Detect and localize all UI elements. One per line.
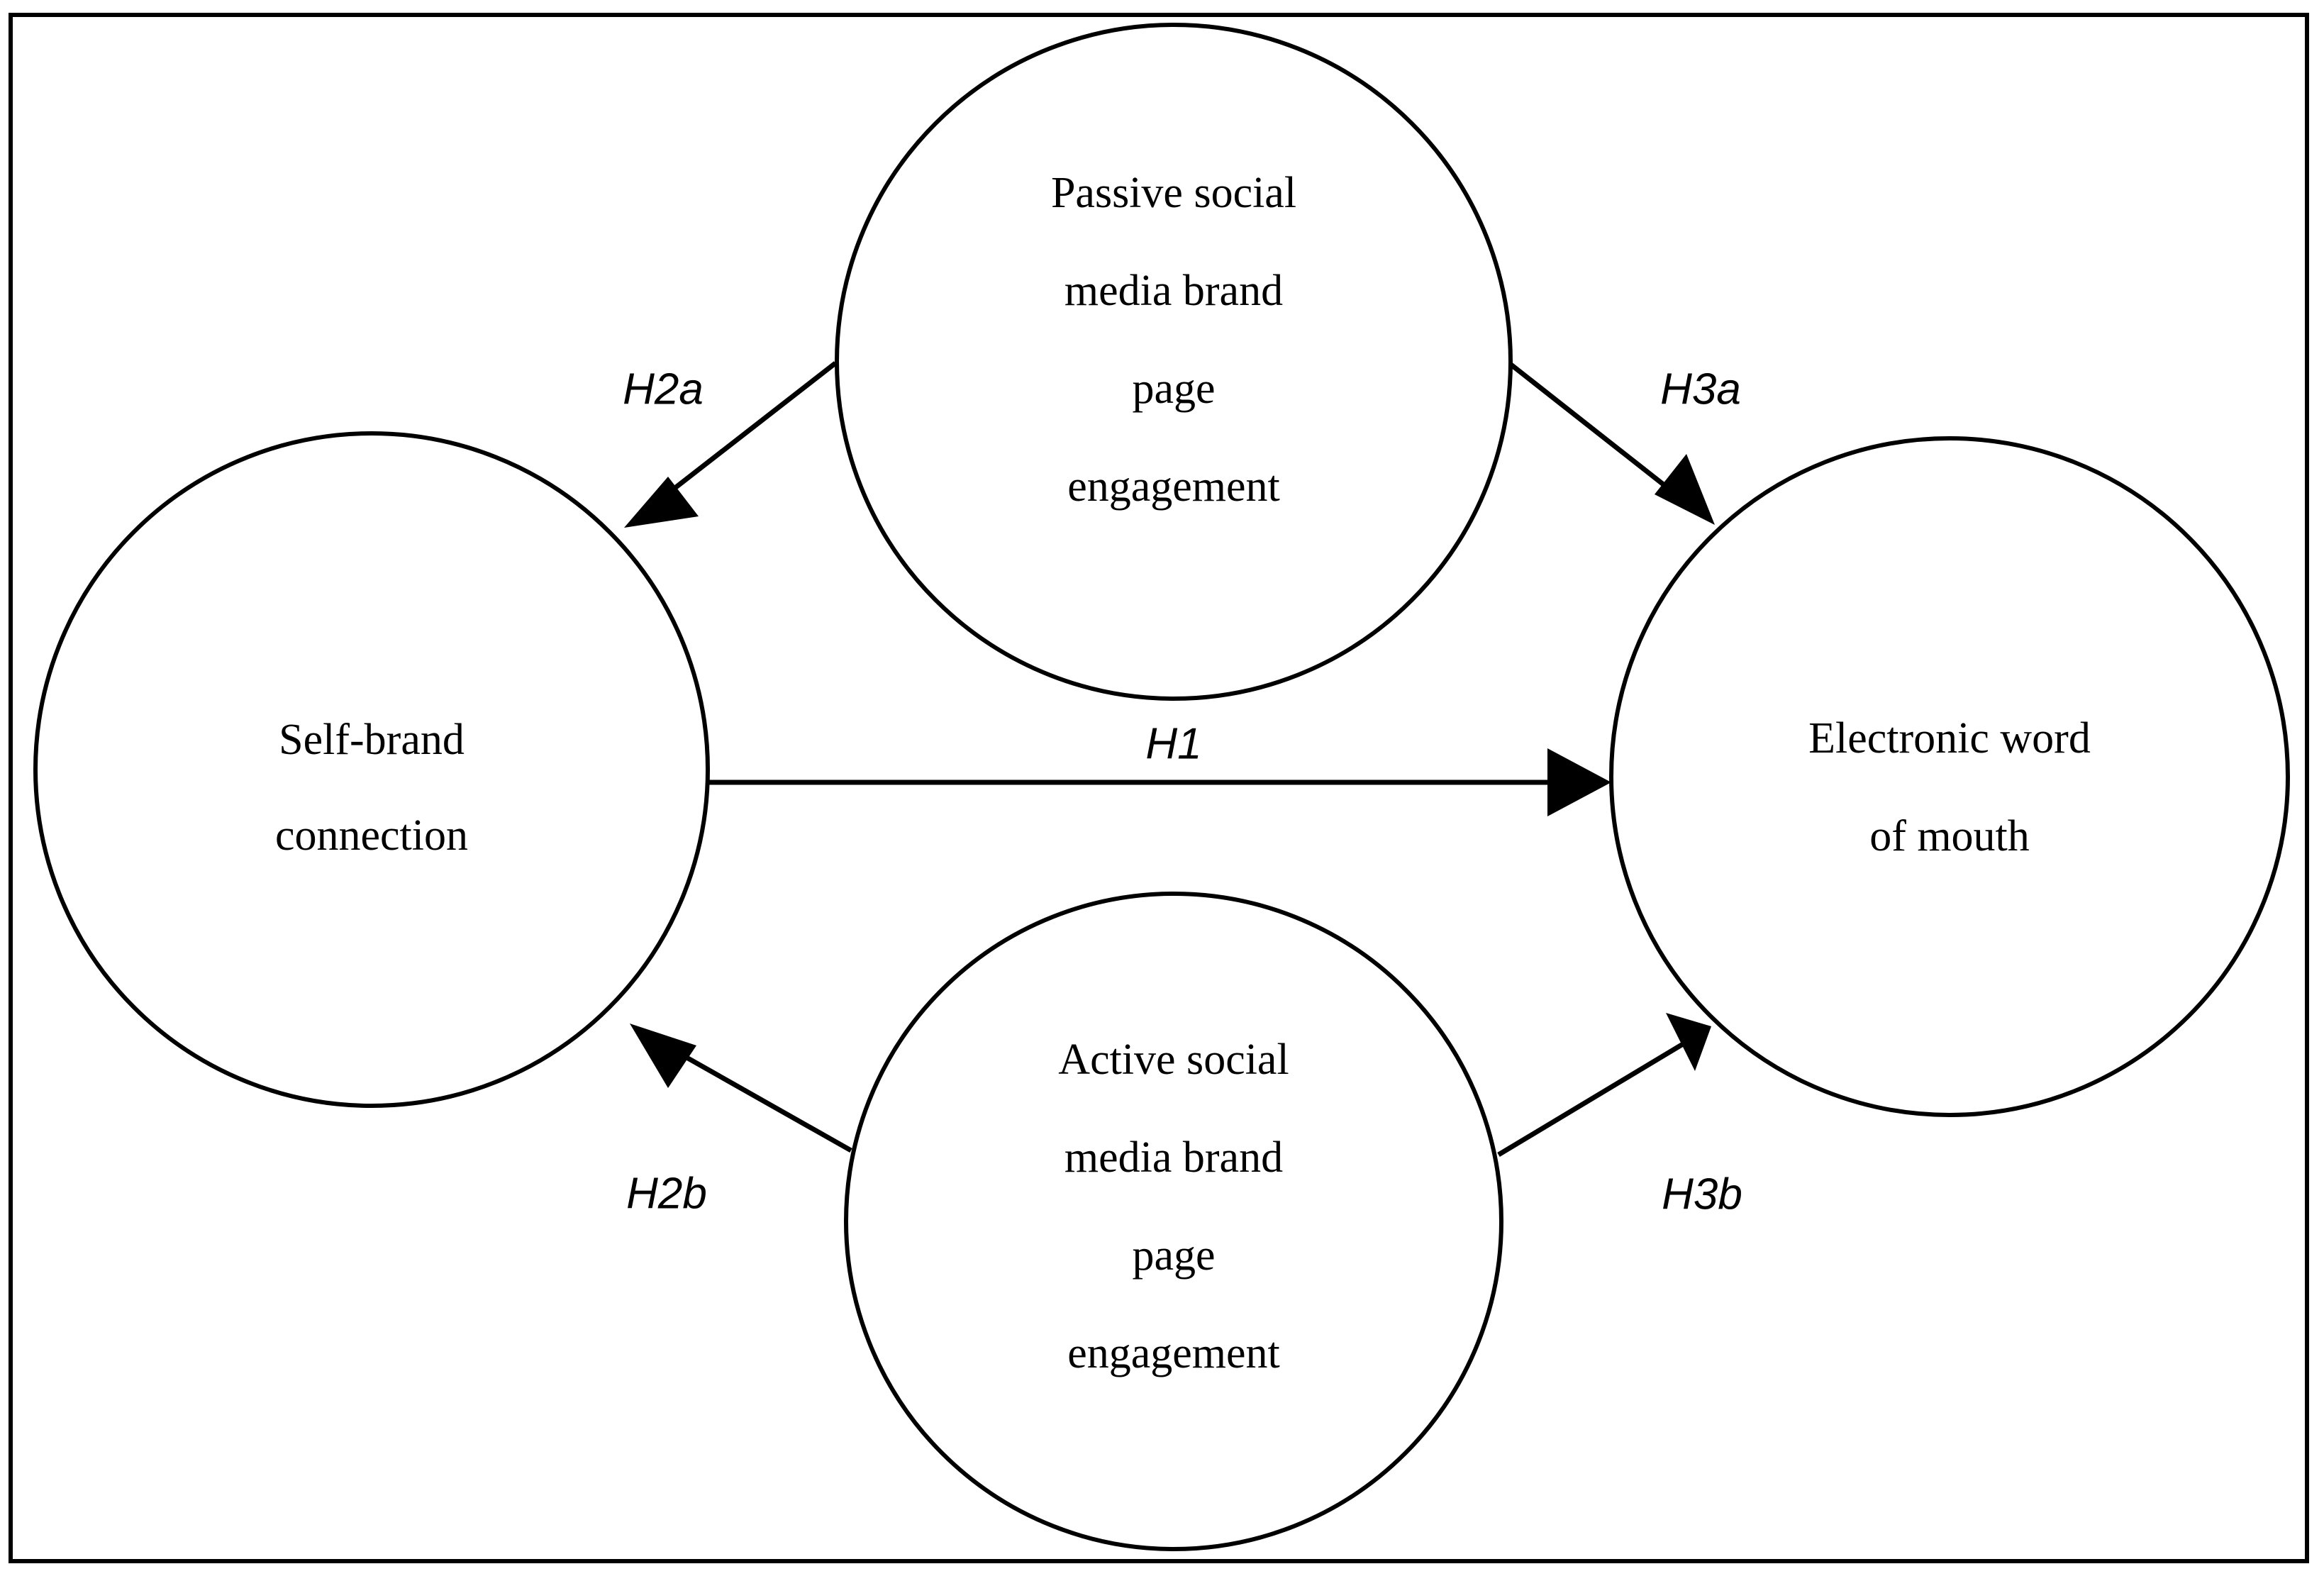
edge-h2b-label: H2b [626, 1169, 707, 1218]
edge-h2a: H2a [623, 361, 838, 528]
node-passive-engagement-label-line2: media brand [1064, 267, 1283, 315]
node-self-brand-connection[interactable]: Self-brand connection [33, 431, 710, 1108]
edge-h1: H1 [708, 719, 1611, 816]
edge-h1-arrowhead [1547, 748, 1611, 816]
node-active-engagement-label-line4: engagement [1067, 1329, 1280, 1377]
edge-h3a: H3a [1507, 361, 1741, 525]
node-electronic-word-of-mouth-label-line1: Electronic word [1808, 714, 2091, 762]
edge-h3a-arrowhead [1655, 454, 1715, 525]
edge-h2a-label: H2a [623, 365, 704, 414]
edge-h3b-label: H3b [1662, 1170, 1742, 1219]
node-active-engagement-label-line2: media brand [1064, 1133, 1283, 1182]
edge-h2a-arrowhead [624, 477, 699, 528]
node-electronic-word-of-mouth-label-line2: of mouth [1869, 812, 2030, 860]
node-self-brand-connection-label-line1: Self-brand [279, 716, 465, 764]
node-passive-engagement-label-line1: Passive social [1051, 169, 1296, 217]
edge-h3b-arrowhead [1666, 1013, 1711, 1071]
node-electronic-word-of-mouth-circle[interactable] [1609, 436, 2290, 1117]
node-active-engagement[interactable]: Active social media brand page engagemen… [844, 892, 1503, 1551]
edge-h1-label: H1 [1145, 719, 1201, 768]
edge-h3b: H3b [1497, 1013, 1742, 1219]
node-passive-engagement-label-line4: engagement [1067, 462, 1280, 511]
node-passive-engagement[interactable]: Passive social media brand page engageme… [835, 23, 1513, 701]
node-active-engagement-label-line1: Active social [1058, 1036, 1289, 1084]
edge-h3b-line [1497, 1037, 1691, 1158]
node-electronic-word-of-mouth[interactable]: Electronic word of mouth [1609, 436, 2290, 1117]
node-passive-engagement-label-line3: page [1132, 365, 1215, 413]
edge-h2b-arrowhead [630, 1024, 696, 1088]
node-self-brand-connection-label-line2: connection [275, 811, 468, 860]
edge-h2b: H2b [626, 1024, 852, 1218]
node-active-engagement-circle[interactable] [844, 892, 1503, 1551]
edge-h3a-label: H3a [1660, 365, 1741, 414]
node-passive-engagement-circle[interactable] [835, 23, 1513, 701]
node-active-engagement-label-line3: page [1132, 1231, 1215, 1280]
figure-border [9, 13, 2309, 1563]
node-self-brand-connection-circle[interactable] [33, 431, 710, 1108]
